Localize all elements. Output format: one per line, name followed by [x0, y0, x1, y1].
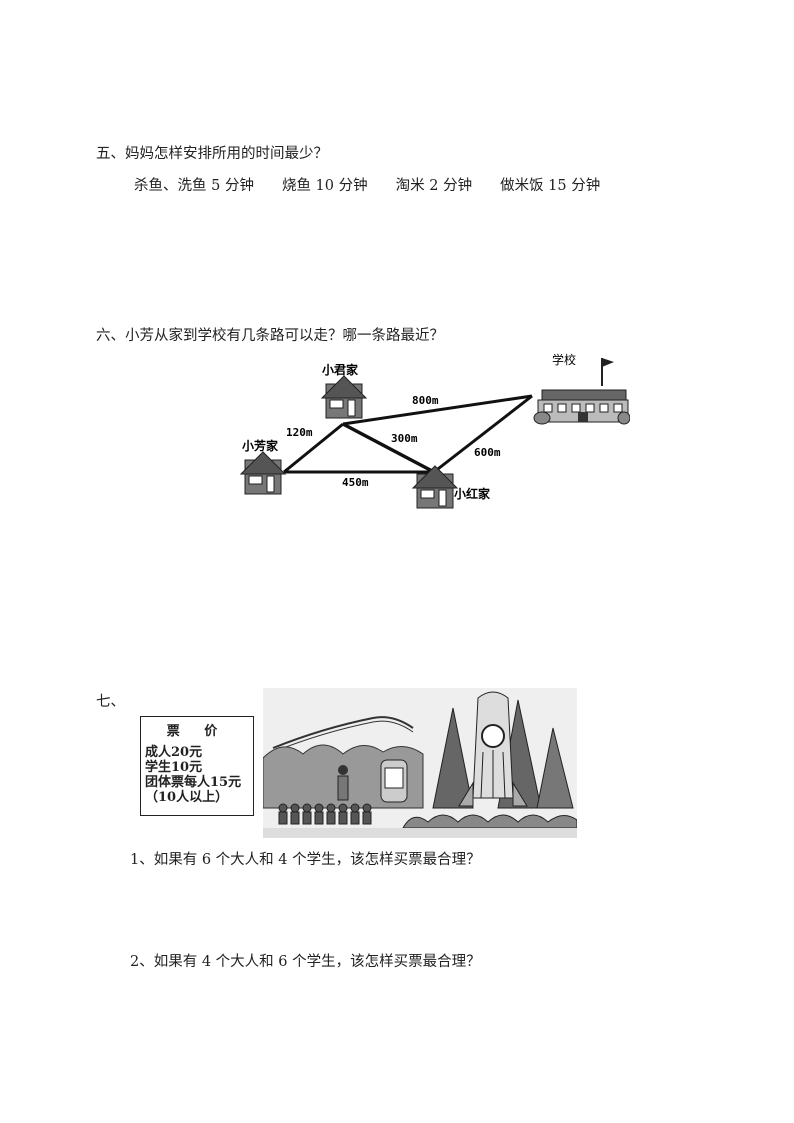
distance-jun-school: 800m: [412, 394, 439, 407]
school-icon: [533, 358, 630, 425]
ticket-price-title: 票 价: [166, 724, 228, 739]
q5-item: 淘米 2 分钟: [395, 178, 473, 194]
route-jun-school: [342, 394, 533, 426]
distance-jun-hong: 300m: [391, 432, 418, 445]
label-xiaofang: 小芳家: [242, 438, 279, 453]
ticket-price-line: 成人20元: [145, 745, 203, 760]
children-group-icon: [278, 765, 372, 825]
label-school: 学校: [552, 352, 576, 367]
route-hong-school: [433, 394, 533, 474]
house-icon-xiaojun: [320, 375, 368, 419]
q7-subquestion-2: 2、如果有 4 个大人和 6 个学生，该怎样买票最合理？: [130, 954, 481, 970]
ticket-price-line: 团体票每人15元: [145, 775, 242, 790]
q5-items: 杀鱼、洗鱼 5 分钟 烧鱼 10 分钟 淘米 2 分钟 做米饭 15 分钟: [134, 174, 600, 195]
route-fang-jun: [283, 422, 344, 474]
q5-item: 做米饭 15 分钟: [500, 178, 601, 194]
distance-fang-hong: 450m: [342, 476, 369, 489]
q6-title: 六、小芳从家到学校有几条路可以走？哪一条路最近？: [96, 328, 444, 344]
house-icon-xiaofang: [239, 451, 287, 495]
route-jun-hong: [342, 422, 435, 474]
q7-subquestion-1: 1、如果有 6 个大人和 4 个学生，该怎样买票最合理？: [130, 852, 481, 868]
label-xiaohong: 小红家: [454, 486, 491, 501]
ticket-price-line: 学生10元: [145, 760, 203, 775]
park-illustration: [263, 688, 577, 838]
ticket-price-board: 票 价 成人20元 学生10元 团体票每人15元 （10人以上）: [140, 716, 254, 816]
route-map: 小君家 小芳家 小红家 学校 120m 800m 300m 600m 450m: [239, 352, 630, 509]
label-xiaojun: 小君家: [322, 362, 359, 377]
q5-item: 杀鱼、洗鱼 5 分钟: [134, 178, 254, 194]
q7-number: 七、: [96, 694, 125, 710]
distance-hong-school: 600m: [474, 446, 501, 459]
distance-fang-jun: 120m: [286, 426, 313, 439]
ticket-booth-icon: [380, 759, 408, 803]
house-icon-xiaohong: [411, 465, 459, 509]
ticket-price-line: （10人以上）: [145, 790, 229, 805]
q5-item: 烧鱼 10 分钟: [281, 178, 368, 194]
rocket-icon: [458, 691, 528, 807]
q5-title: 五、妈妈怎样安排所用的时间最少？: [96, 146, 328, 162]
